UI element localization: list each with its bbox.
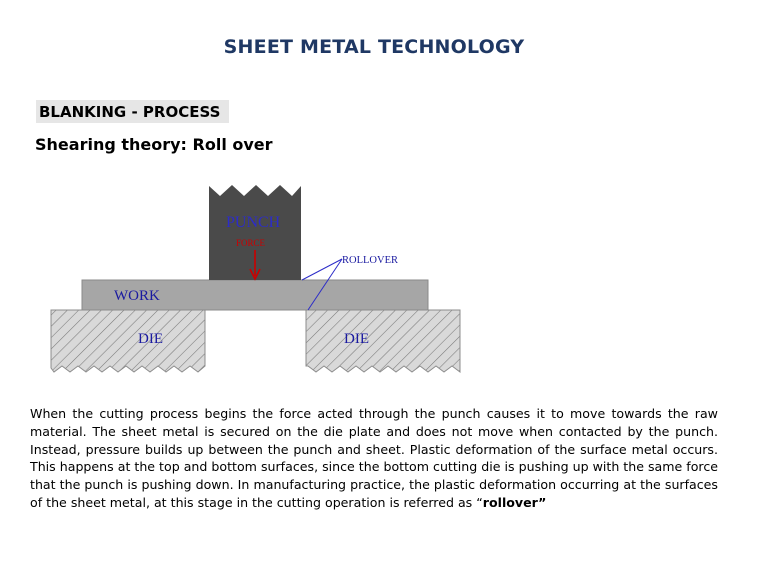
die-left [50,309,206,373]
rollover-diagram: PUNCH FORCE WORK DIE DIE ROLLOVER [50,185,461,373]
rollover-leader [301,258,343,311]
die-right-label: DIE [344,331,369,347]
force-arrow [249,250,261,281]
section-label: BLANKING - PROCESS [39,103,221,121]
body-paragraph: When the cutting process begins the forc… [30,405,718,512]
rollover-emphasis: rollover” [482,494,547,510]
body-text: When the cutting process begins the forc… [30,406,718,510]
die-right [305,309,461,373]
work-sheet [81,279,429,311]
rollover-label: ROLLOVER [342,255,398,266]
page-title: SHEET METAL TECHNOLOGY [223,36,525,58]
force-label: FORCE [236,238,266,248]
punch-label: PUNCH [226,214,281,231]
subtitle: Shearing theory: Roll over [35,135,273,154]
die-left-label: DIE [138,331,163,347]
punch [209,185,301,280]
section-label-box: BLANKING - PROCESS [36,100,229,123]
work-label: WORK [114,288,160,304]
